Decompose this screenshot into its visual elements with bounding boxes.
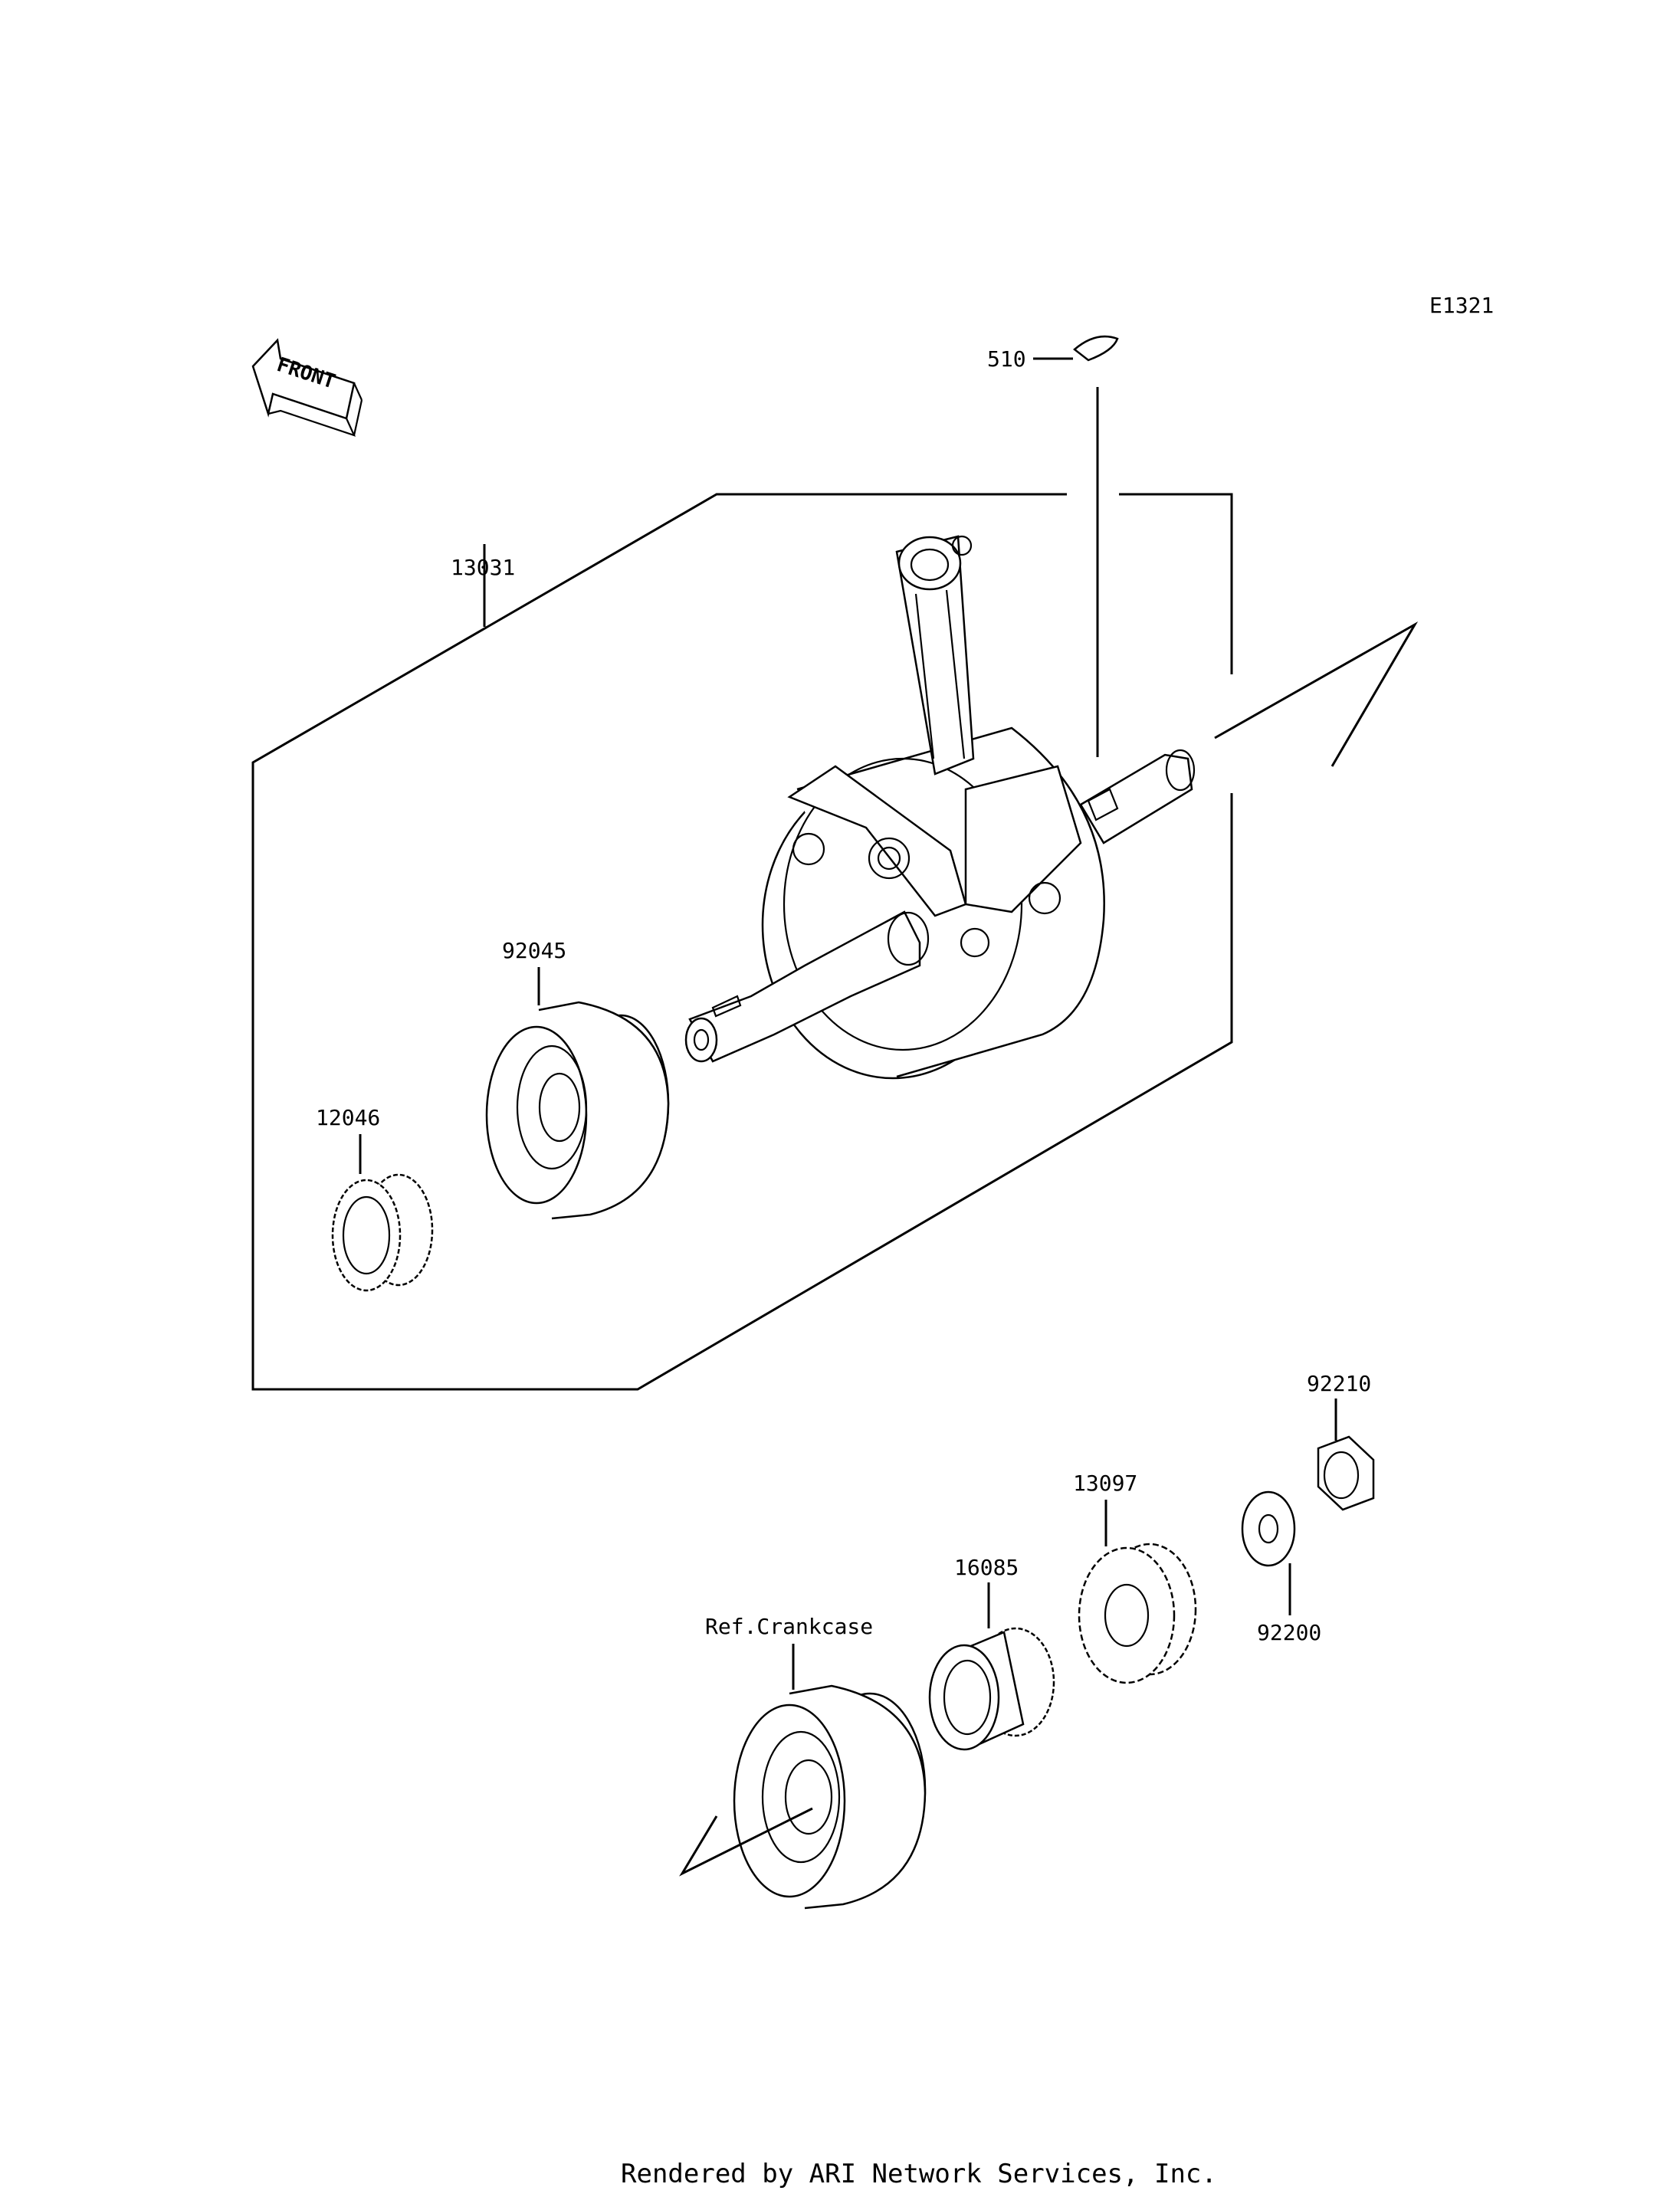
part-13097-gear[interactable]: 13097 bbox=[1073, 1471, 1197, 1684]
crankshaft-illustration bbox=[684, 535, 1196, 1080]
assembly-box-13031: 13031 bbox=[251, 493, 1419, 1391]
callout-13097[interactable]: 13097 bbox=[1073, 1471, 1137, 1496]
part-12046-gear[interactable]: 12046 bbox=[316, 1105, 434, 1292]
callout-13031[interactable]: 13031 bbox=[451, 555, 515, 580]
callout-92200[interactable]: 92200 bbox=[1257, 1620, 1321, 1645]
diagram-code: E1321 bbox=[1429, 293, 1494, 318]
callout-510[interactable]: 510 bbox=[987, 346, 1026, 372]
part-510-key[interactable]: 510 bbox=[987, 335, 1119, 757]
part-16085-collar-gear[interactable]: 16085 bbox=[928, 1555, 1055, 1751]
callout-92210[interactable]: 92210 bbox=[1307, 1371, 1371, 1396]
callout-92045[interactable]: 92045 bbox=[502, 938, 566, 963]
credit-text: Rendered by ARI Network Services, Inc. bbox=[621, 2159, 1217, 2189]
part-92210-nut[interactable]: 92210 bbox=[1307, 1371, 1375, 1511]
part-92200-washer[interactable]: 92200 bbox=[1241, 1490, 1321, 1645]
ref-crankcase-bearing[interactable]: Ref.Crankcase bbox=[679, 1614, 927, 1910]
part-92045-bearing[interactable]: 92045 bbox=[485, 938, 670, 1220]
front-arrow-icon: FRONT bbox=[251, 338, 363, 437]
callout-ref-crankcase[interactable]: Ref.Crankcase bbox=[705, 1614, 873, 1639]
callout-12046[interactable]: 12046 bbox=[316, 1105, 380, 1130]
callout-16085[interactable]: 16085 bbox=[954, 1555, 1019, 1580]
